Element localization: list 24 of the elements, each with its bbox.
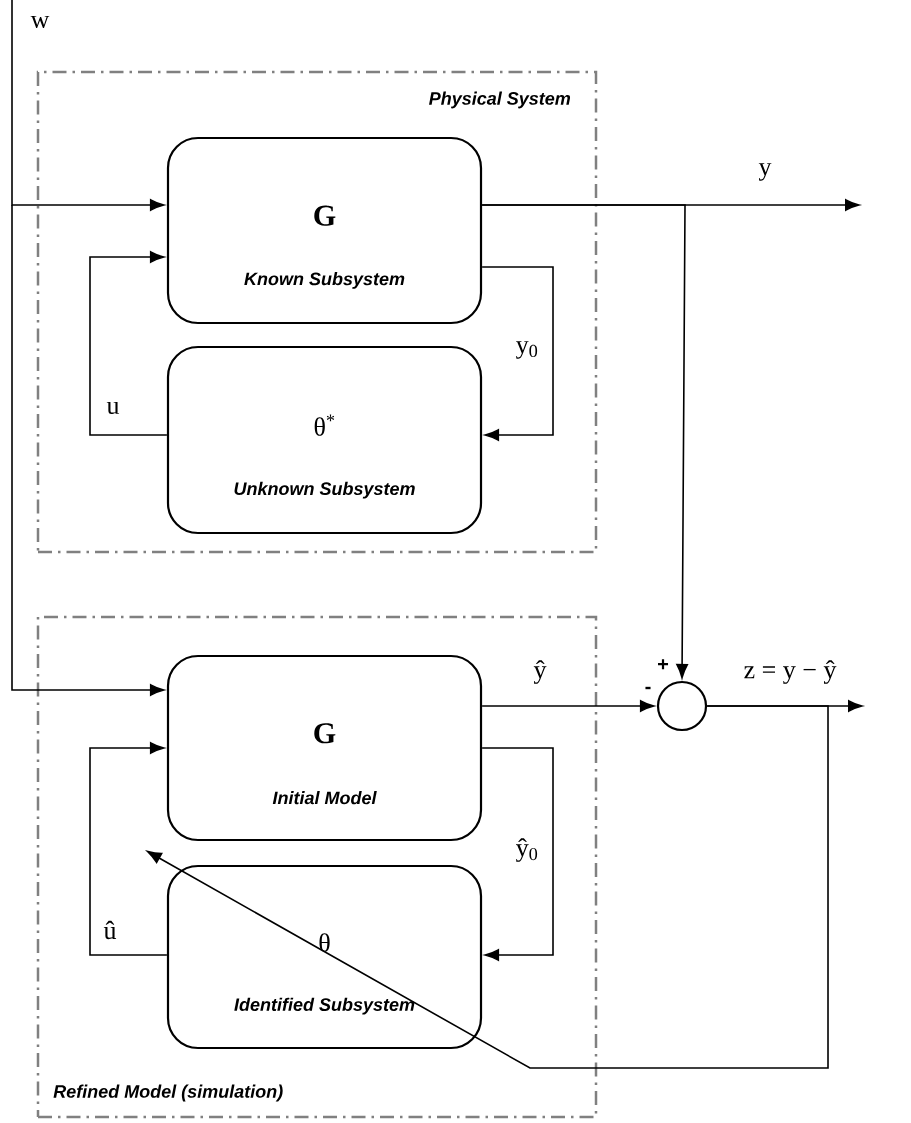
signal-arrow: [11, 0, 165, 211]
signal-arrow: [481, 266, 554, 441]
block: G Known Subsystem: [166, 136, 483, 325]
feedback-arrow: [147, 705, 829, 1069]
signal-label: ŷ$_{0}$: [516, 838, 538, 862]
signal-arrow: [89, 742, 168, 956]
signal-arrow: [481, 700, 655, 712]
sign-label: +: [658, 659, 669, 670]
block: θ$^{*}$ Unknown Subsystem: [166, 345, 483, 535]
signal-label: w: [30, 15, 50, 29]
signal-label: u: [106, 401, 120, 415]
summing-junction: [656, 680, 708, 732]
signal-arrow: [89, 251, 168, 436]
signal-label: z = y − ŷ: [744, 660, 837, 684]
signal-arrow: [481, 204, 688, 679]
signal-arrow: [11, 204, 165, 696]
signal-label: û: [103, 920, 117, 940]
block: θ Identified Subsystem: [166, 864, 483, 1050]
signal-arrow: [481, 747, 554, 961]
signal-label: y: [758, 163, 772, 181]
signal-label: ŷ: [533, 660, 547, 684]
signal-label: y$_{0}$: [516, 341, 538, 359]
sign-label: -: [645, 686, 651, 690]
block: G Initial Model: [166, 654, 483, 842]
